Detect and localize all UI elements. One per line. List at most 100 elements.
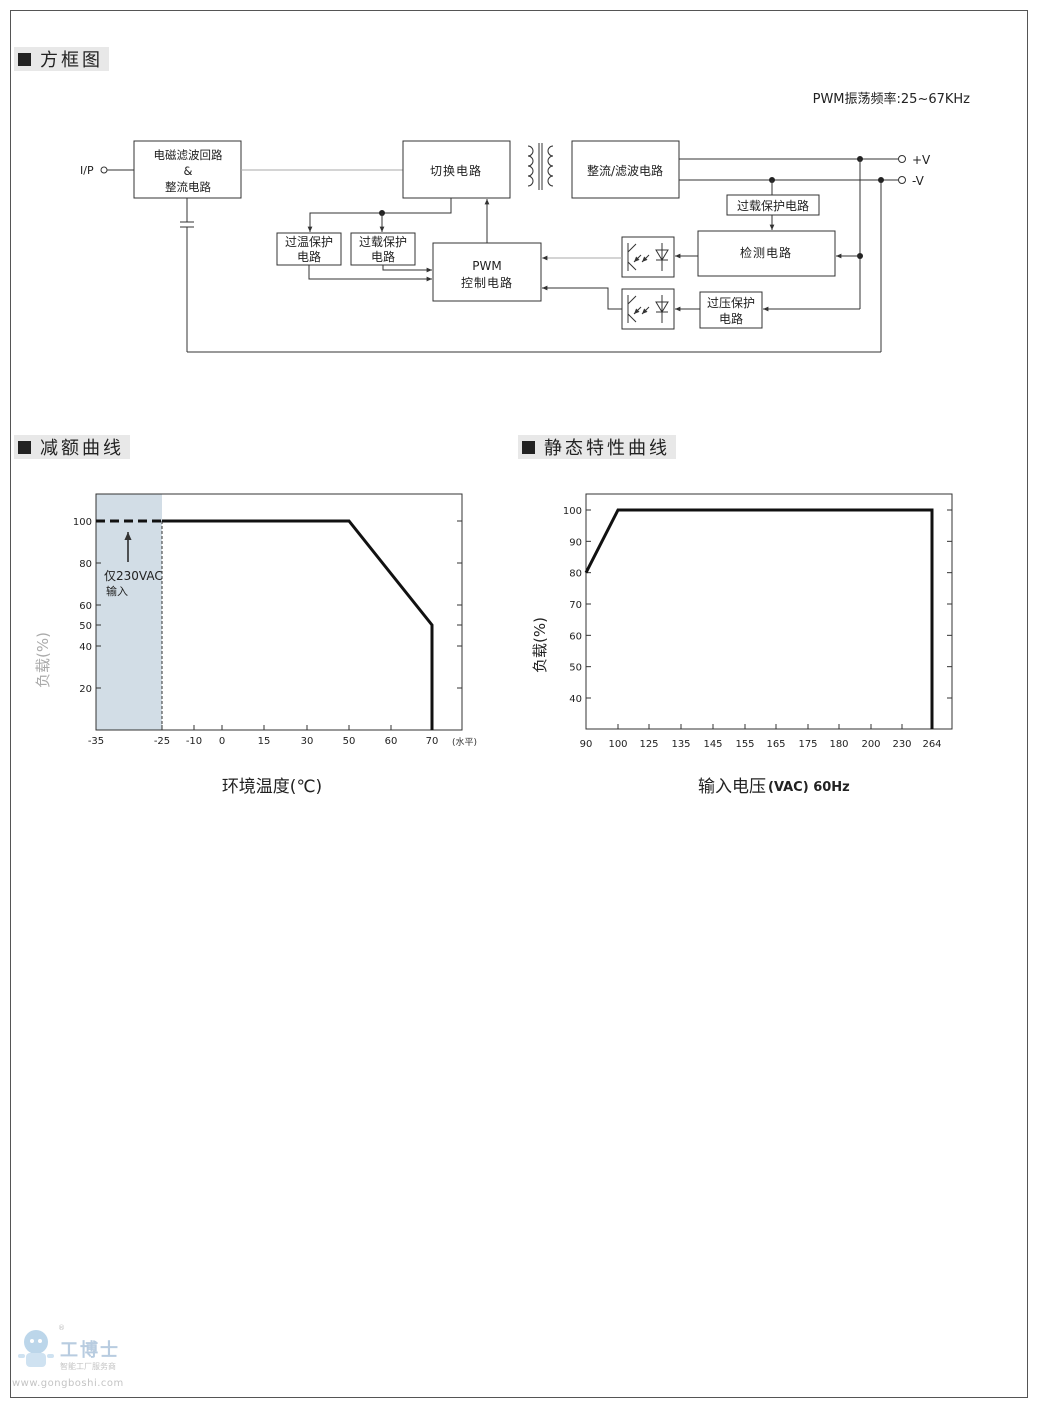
section-header-block-diagram: 方框图 (14, 47, 109, 71)
x-tick-label: 90 (580, 739, 593, 750)
optocoupler-icon (621, 288, 675, 330)
y-tick-label: 50 (569, 663, 582, 674)
detection-label: 检测电路 (740, 245, 792, 260)
x-tick-label: -25 (154, 736, 170, 747)
minus-terminal (898, 176, 906, 184)
derating-annotation-1: 仅230VAC (104, 569, 163, 583)
switching-label: 切换电路 (430, 163, 482, 178)
x-tick-label: 60 (385, 736, 398, 747)
pwm-label-2: 控制电路 (461, 275, 513, 290)
section-bullet (522, 440, 535, 454)
static-plot-frame (585, 493, 953, 730)
junction-dot (878, 177, 884, 183)
y-tick-label: 60 (79, 601, 92, 612)
static-curve (584, 508, 934, 729)
x-tick-label: -35 (88, 736, 104, 747)
derating-xlabel: 环境温度(℃) (222, 777, 322, 797)
y-tick-label: 90 (569, 537, 582, 548)
x-tick-label: 145 (703, 739, 722, 750)
y-tick-label: 80 (569, 569, 582, 580)
y-tick-label: 100 (563, 506, 582, 517)
overvoltage-protection-block (699, 291, 763, 329)
overload-protection-top-label: 过载保护电路 (737, 198, 809, 213)
overload-protection-top-block (726, 194, 820, 216)
x-tick-label: 135 (671, 739, 690, 750)
derating-plot-frame (95, 493, 463, 731)
x-tick-label: 165 (766, 739, 785, 750)
x-tick-label: 30 (301, 736, 314, 747)
emi-label-1: 电磁滤波回路 (154, 148, 223, 162)
emi-label-3: 整流电路 (165, 180, 211, 194)
watermark-brand: 工博士 (60, 1340, 120, 1361)
y-tick-label: 60 (569, 631, 582, 642)
input-terminal (100, 166, 108, 174)
y-tick-label: 100 (73, 517, 92, 528)
input-label: I/P (80, 164, 94, 177)
derating-curve (162, 519, 434, 730)
watermark-url: www.gongboshi.com (12, 1378, 124, 1389)
arrow (382, 265, 432, 273)
x-tick-label: 70 (426, 736, 439, 747)
y-tick-label: 40 (569, 694, 582, 705)
y-tick-label: 20 (79, 684, 92, 695)
olp-label-2: 电路 (371, 249, 395, 264)
rectifier-label: 整流/滤波电路 (587, 163, 663, 178)
static-xlabel-a: 输入电压 (698, 777, 766, 797)
section-header-derating: 减额曲线 (14, 435, 130, 459)
static-x-ticks: 90 100 125 135 145 155 165 175 180 200 230 264 (580, 724, 942, 750)
section-bullet (18, 440, 31, 454)
x-tick-label: 15 (258, 736, 271, 747)
olp-label-1: 过载保护 (359, 235, 407, 249)
x-tick-label: 175 (798, 739, 817, 750)
derating-ylabel: 负载(%) (34, 632, 52, 688)
pwm-label-1: PWM (472, 259, 501, 273)
svg-text:®: ® (58, 1324, 65, 1332)
otp-label-1: 过温保护 (285, 235, 333, 249)
x-tick-label: 0 (219, 736, 225, 747)
static-chart: 100 90 80 70 60 50 40 90 100 125 135 145 155 165 175 1… (531, 493, 953, 797)
section-title: 减额曲线 (40, 438, 124, 459)
x-tick-label: 155 (735, 739, 754, 750)
block-diagram: PWM振荡频率:25~67KHz I/P 电磁滤波回路 & 整流电路 切换电路 (80, 91, 971, 353)
section-title: 方框图 (40, 50, 103, 71)
x-tick-label: 180 (829, 739, 848, 750)
y-tick-label: 80 (79, 559, 92, 570)
derating-x-unit: (水平) (452, 736, 477, 748)
transformer-icon (527, 143, 554, 190)
arrow (308, 265, 432, 282)
page-frame (10, 10, 1028, 1398)
switching-block (402, 140, 511, 199)
derating-shaded-region (96, 494, 162, 730)
minus-v-label: -V (912, 174, 925, 188)
arrow (542, 285, 622, 310)
static-xlabel-b: (VAC) 60Hz (768, 780, 850, 795)
rectifier-filter-block (571, 140, 680, 199)
robot-mascot-icon: ® (18, 1324, 65, 1367)
plus-terminal (898, 155, 906, 163)
watermark-slogan: 智能工厂服务商 (60, 1362, 116, 1371)
static-y-ticks: 100 90 80 70 60 50 40 (563, 506, 952, 705)
y-tick-label: 40 (79, 642, 92, 653)
ovp-label-2: 电路 (719, 311, 743, 326)
x-tick-label: 100 (608, 739, 627, 750)
section-header-static: 静态特性曲线 (518, 435, 676, 459)
y-tick-label: 50 (79, 621, 92, 632)
ovp-label-1: 过压保护 (707, 296, 755, 310)
y-tick-label: 70 (569, 600, 582, 611)
x-tick-label: 230 (892, 739, 911, 750)
static-ylabel: 负载(%) (531, 617, 549, 673)
pwm-frequency-label: PWM振荡频率:25~67KHz (813, 91, 971, 107)
detection-block (697, 230, 836, 277)
emi-label-2: & (184, 164, 193, 178)
x-tick-label: 264 (922, 739, 941, 750)
section-bullet (18, 52, 31, 66)
otp-label-2: 电路 (297, 249, 321, 264)
x-tick-label: 125 (639, 739, 658, 750)
derating-annotation-2: 输入 (106, 584, 128, 598)
x-tick-label: 200 (861, 739, 880, 750)
x-tick-label: 50 (343, 736, 356, 747)
x-tick-label: -10 (186, 736, 202, 747)
section-title: 静态特性曲线 (544, 438, 670, 459)
optocoupler-icon (621, 236, 675, 278)
